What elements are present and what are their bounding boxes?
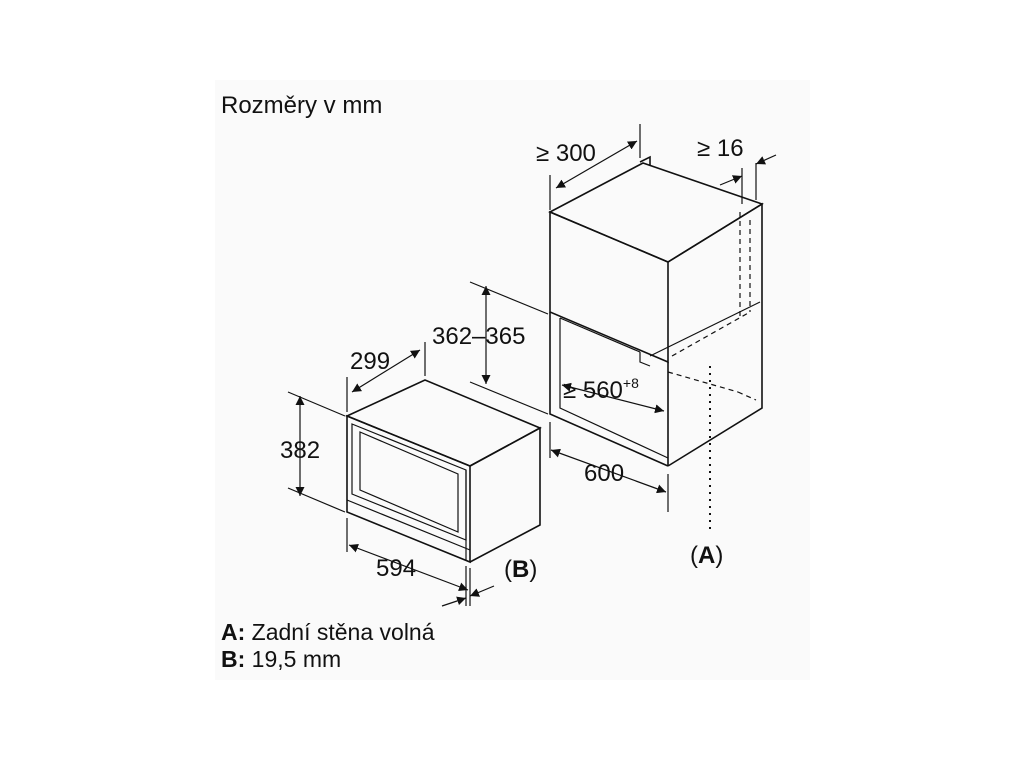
label-gap-top: ≥ 16 xyxy=(697,135,744,162)
label-height-range: 362–365 xyxy=(432,323,525,350)
device-window xyxy=(359,431,459,533)
cabinet-top xyxy=(548,162,764,263)
device-front xyxy=(346,414,471,564)
dimension-device-depth xyxy=(346,342,426,412)
dimension-device-width xyxy=(346,518,471,606)
marker-b: (B) xyxy=(504,556,537,583)
legend-b-text: 19,5 mm xyxy=(251,646,342,672)
dimension-gap-top xyxy=(719,154,777,204)
dimension-door-offset xyxy=(441,566,495,607)
cabinet-unit xyxy=(548,155,764,467)
cabinet-side xyxy=(667,202,763,467)
legend-b: B: 19,5 mm xyxy=(221,646,341,673)
dimension-width-min xyxy=(561,382,665,414)
label-device-height: 382 xyxy=(280,437,320,464)
label-depth-niche: ≥ 300 xyxy=(536,140,596,167)
cabinet-hidden-edges xyxy=(667,212,757,401)
cabinet-niche xyxy=(549,312,669,467)
cabinet-upper-front xyxy=(549,210,669,364)
legend-a-key: A: xyxy=(221,619,246,645)
label-device-width: 594 xyxy=(376,555,416,582)
marker-a: (A) xyxy=(690,542,723,569)
legend-a: A: Zadní stěna volná xyxy=(221,619,435,646)
legend-b-key: B: xyxy=(221,646,246,672)
dimension-device-height xyxy=(287,391,346,513)
label-depth-cabinet: 600 xyxy=(584,460,624,487)
dimension-depth-niche xyxy=(549,124,641,210)
diagram-title: Rozměry v mm xyxy=(221,92,382,119)
microwave-device xyxy=(344,379,542,564)
label-width-min: ≥ 560+8 xyxy=(563,375,639,404)
device-top xyxy=(344,379,542,467)
legend-a-text: Zadní stěna volná xyxy=(251,619,435,645)
dimension-height-range xyxy=(469,281,549,415)
label-device-depth: 299 xyxy=(350,348,390,375)
dimension-depth-cabinet xyxy=(549,422,669,512)
device-side xyxy=(469,426,541,563)
